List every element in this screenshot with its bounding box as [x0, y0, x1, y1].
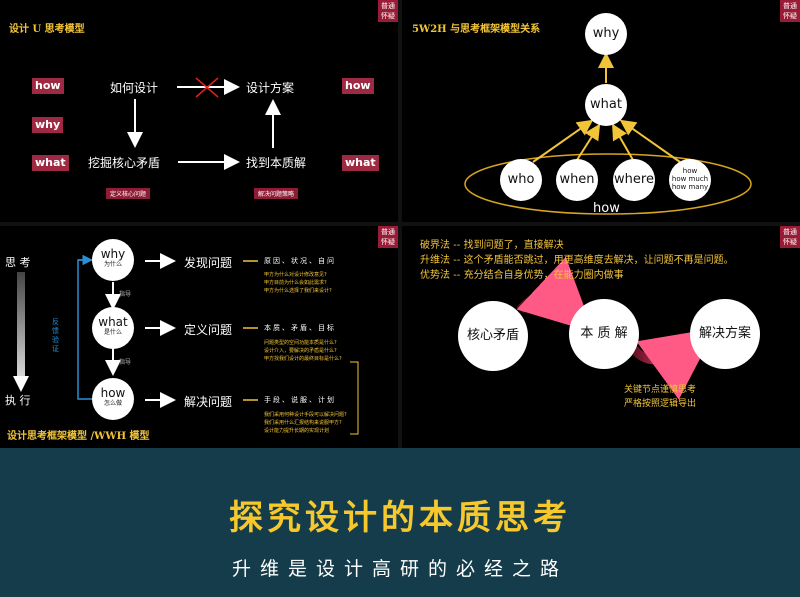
tag-how: how [32, 78, 64, 94]
notes-find: 甲方为什么对设计修改意见? 甲方目前为什么会如此需求? 甲方为什么选择了我们来设… [264, 271, 332, 295]
panel-title: 5W2H 与思考框架模型关系 [412, 24, 541, 35]
panel-5w2h: 5W2H 与思考框架模型关系 普通 怀疑 why what who when w… [402, 0, 800, 222]
notes-define: 问题类型的空间功能本质是什么? 设计介入，要解决的矛盾是什么? 甲方找我们设计的… [264, 339, 342, 363]
tag-what: what [32, 155, 69, 171]
circle-why: why [585, 13, 627, 55]
detail-solve: 手段、说服、计划 [264, 396, 336, 404]
caption-solve: 解决问题策略 [254, 188, 299, 199]
node-solution-plan: 解决方案 [690, 299, 760, 369]
label-solve: 解决问题 [184, 395, 233, 409]
circle-what-sub: 是什么 [103, 329, 122, 336]
circle-why-label: why [100, 247, 126, 261]
wwh-arrows [13, 253, 359, 435]
tag-what-right: what [342, 155, 379, 171]
guide-label: 指导 [119, 291, 132, 298]
how-label: how [593, 201, 620, 216]
note-item: 设计介入，要解决的矛盾是什么? [264, 348, 337, 354]
panel-wwh-model: 设计思考框架模型 /WWH 模型 普通 怀疑 思 考 执 行 反馈验证 指导 指… [0, 226, 398, 448]
circle-why-sub: 为什么 [103, 261, 122, 268]
execute-label: 执 行 [5, 394, 31, 407]
node-essence-solution: 本 质 解 [569, 299, 639, 369]
circle-how: how 怎么做 [92, 378, 134, 420]
note-item: 甲方目前为什么会如此需求? [264, 280, 327, 286]
circle-how-sub: 怎么做 [103, 400, 122, 407]
note-item: 甲方为什么选择了我们来设计? [264, 288, 332, 294]
doubt-badge: 普通 怀疑 [378, 0, 398, 22]
guide-label: 指导 [119, 359, 132, 366]
panel-u-model: 设计 U 思考模型 普通 怀疑 how why what how what 如何… [0, 0, 398, 222]
method-line-2: 升维法 -- 这个矛盾能否跳过，用更高维度去解决，让问题不再是问题。 [420, 255, 734, 266]
note-logic: 严格按照逻辑导出 [624, 399, 697, 409]
panel-title: 设计思考框架模型 /WWH 模型 [7, 431, 150, 442]
think-label: 思 考 [5, 256, 31, 269]
note-careful: 关键节点谨慎思考 [624, 385, 697, 395]
circle-who: who [500, 159, 542, 201]
label-find: 发现问题 [184, 256, 233, 270]
detail-find: 原因、状况、自问 [264, 257, 336, 265]
method-line-1: 破界法 -- 找到问题了，直接解决 [420, 240, 564, 251]
circle-where: where [613, 159, 655, 201]
circle-what-label: what [98, 315, 128, 329]
u-model-arrows [127, 77, 281, 170]
circle-how-much: how how much how many [669, 159, 711, 201]
node-how-design: 如何设计 [110, 81, 159, 95]
circle-when: when [556, 159, 598, 201]
panel-title: 设计 U 思考模型 [9, 24, 85, 35]
node-find-essence: 找到本质解 [246, 156, 307, 170]
subtitle: 升维是设计高研的必经之路 [231, 558, 568, 580]
panel-methods: 普通 怀疑 破界法 -- 找到问题了，直接解决 升维法 -- 这个矛盾能否跳过，… [402, 226, 800, 448]
note-item: 我们采用何种设计手段可以解决问题? [264, 412, 347, 418]
note-item: 甲方找我们设计的最终目标是什么? [264, 356, 342, 362]
node-dig-core: 挖掘核心矛盾 [88, 156, 161, 170]
caption-define: 定义核心问题 [106, 188, 151, 199]
tag-why: why [32, 117, 64, 133]
footer-banner [0, 448, 800, 597]
note-item: 问题类型的空间功能本质是什么? [264, 340, 337, 346]
note-item: 甲方为什么对设计修改意见? [264, 272, 327, 278]
5w2h-arrows [464, 52, 752, 215]
method-line-3: 优势法 -- 充分结合自身优势，在能力圈内做事 [420, 270, 624, 281]
detail-define: 本质、矛盾、目标 [264, 324, 336, 332]
note-item: 设计能力提升长期的实现计划 [264, 428, 330, 434]
label-define: 定义问题 [184, 323, 233, 337]
doubt-badge: 普通 怀疑 [378, 226, 398, 248]
node-design-plan: 设计方案 [246, 81, 295, 95]
node-core-contradiction: 核心矛盾 [458, 301, 528, 371]
doubt-badge: 普通 怀疑 [780, 0, 800, 22]
tag-how-right: how [342, 78, 374, 94]
circle-why: why 为什么 [92, 239, 134, 281]
circle-what: what [585, 84, 627, 126]
feedback-label: 反馈验证 [52, 318, 59, 353]
note-item: 我们采用什么汇报结构来说服甲方? [264, 420, 342, 426]
doubt-badge: 普通 怀疑 [780, 226, 800, 248]
circle-what: what 是什么 [92, 307, 134, 349]
circle-how-label: how [100, 386, 126, 400]
main-title: 探究设计的本质思考 [229, 498, 571, 538]
notes-solve: 我们采用何种设计手段可以解决问题? 我们采用什么汇报结构来说服甲方? 设计能力提… [264, 411, 347, 435]
